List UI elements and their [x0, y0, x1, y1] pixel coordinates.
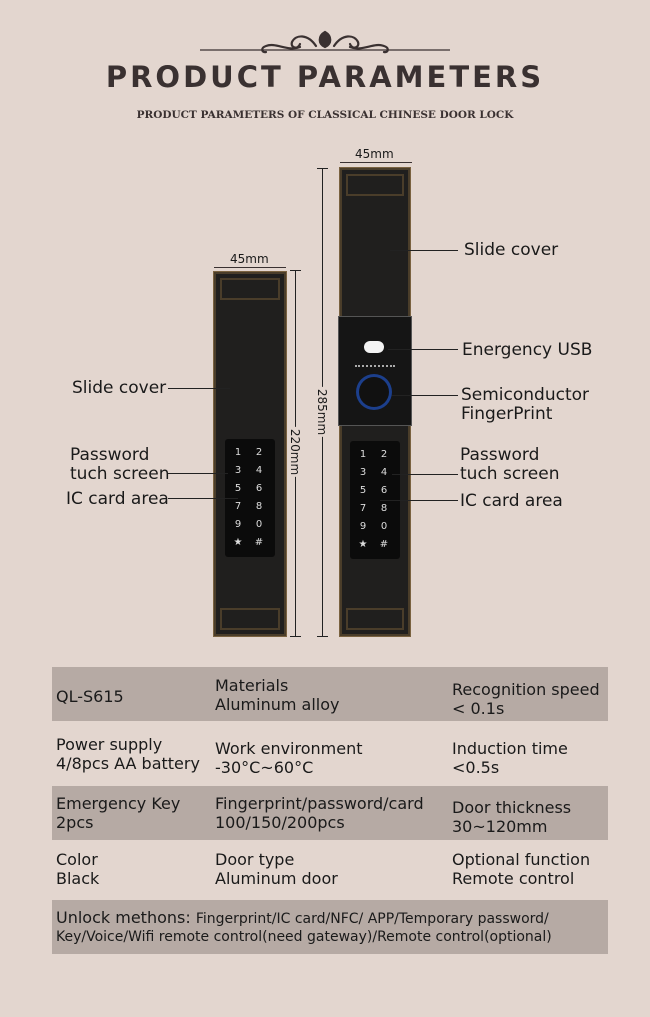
unlock-row	[52, 900, 608, 954]
key[interactable]: 5	[234, 483, 242, 494]
left-height-dim: 220mm	[288, 426, 303, 478]
spec-label: Emergency Key	[56, 794, 181, 813]
right-slide-cover-label: Slide cover	[464, 240, 559, 260]
spec-label: Work environment	[215, 739, 363, 758]
key[interactable]: 2	[380, 449, 388, 460]
right-password-label-2: tuch screen	[460, 464, 560, 484]
spec-label: Door thickness	[452, 798, 572, 817]
key[interactable]: 1	[359, 449, 367, 460]
left-bottom-pattern	[220, 608, 280, 630]
key[interactable]: #	[254, 537, 264, 548]
page-subtitle: PRODUCT PARAMETERS OF CLASSICAL CHINESE …	[136, 109, 514, 121]
right-sensor-module	[338, 316, 412, 426]
spec-value: < 0.1s	[452, 699, 505, 718]
spec-label: Induction time	[452, 739, 568, 758]
key[interactable]: 0	[380, 521, 388, 532]
usb-label: Energency USB	[462, 340, 593, 360]
left-top-pattern	[220, 278, 280, 300]
right-width-dim: 45mm	[355, 147, 394, 161]
spec-value: 100/150/200pcs	[215, 813, 345, 832]
fingerprint-label-2: FingerPrint	[461, 404, 553, 424]
key[interactable]: 3	[359, 467, 367, 478]
key[interactable]: 1	[234, 447, 242, 458]
spec-value: 30~120mm	[452, 817, 548, 836]
spec-value: Remote control	[452, 869, 575, 888]
key[interactable]: 5	[359, 485, 367, 496]
fingerprint-sensor-icon	[359, 377, 389, 407]
key[interactable]: 2	[255, 447, 263, 458]
spec-label: Optional function	[452, 850, 591, 869]
fingerprint-label-1: Semiconductor	[461, 385, 590, 405]
key[interactable]: 0	[255, 519, 263, 530]
right-top-pattern	[346, 174, 404, 196]
key[interactable]: 9	[234, 519, 242, 530]
spec-row-3	[52, 786, 608, 840]
key[interactable]: 3	[234, 465, 242, 476]
left-ic-card-label: IC card area	[66, 489, 169, 509]
right-height-dim: 285mm	[315, 386, 330, 438]
left-password-label-2: tuch screen	[70, 464, 170, 484]
right-ic-card-label: IC card area	[460, 491, 563, 511]
left-password-label-1: Password	[70, 445, 150, 465]
key[interactable]: 8	[380, 503, 388, 514]
ornament-icon	[200, 30, 450, 54]
spec-label: Door type	[215, 850, 295, 869]
key[interactable]: 7	[359, 503, 367, 514]
unlock-methods-line-1: Unlock methons: Fingerprint/IC card/NFC/…	[56, 908, 549, 929]
key[interactable]: 6	[255, 483, 263, 494]
model-number: QL-S615	[56, 687, 124, 706]
spec-value: 4/8pcs AA battery	[56, 754, 200, 773]
key[interactable]: 6	[380, 485, 388, 496]
key[interactable]: ★	[358, 539, 368, 550]
key[interactable]: 8	[255, 501, 263, 512]
right-lock-body: 1 2 3 4 5 6 7 8 9 0 ★ #	[338, 168, 412, 636]
key[interactable]: 9	[359, 521, 367, 532]
key[interactable]: #	[379, 539, 389, 550]
spec-label: Materials	[215, 676, 289, 695]
spec-value: 2pcs	[56, 813, 94, 832]
spec-value: Black	[56, 869, 100, 888]
unlock-label: Unlock methons:	[56, 908, 196, 927]
spec-value: -30°C~60°C	[215, 758, 314, 777]
spec-value: Aluminum alloy	[215, 695, 340, 714]
spec-row-1	[52, 667, 608, 721]
unlock-methods-line-2: Key/Voice/Wifi remote control(need gatew…	[56, 929, 552, 945]
left-width-dim: 45mm	[230, 252, 269, 266]
right-bottom-pattern	[346, 608, 404, 630]
right-password-label-1: Password	[460, 445, 540, 465]
key[interactable]: 4	[255, 465, 263, 476]
spec-label: Recognition speed	[452, 680, 600, 699]
spec-label: Power supply	[56, 735, 163, 754]
left-lock-body: 1 2 3 4 5 6 7 8 9 0 ★ #	[214, 272, 286, 636]
unlock-value-1: Fingerprint/IC card/NFC/ APP/Temporary p…	[195, 911, 549, 927]
page-title: PRODUCT PARAMETERS	[105, 60, 545, 94]
key[interactable]: 4	[380, 467, 388, 478]
spec-label: Fingerprint/password/card	[215, 794, 424, 813]
indicator-lights	[355, 365, 395, 371]
key[interactable]: ★	[233, 537, 243, 548]
key[interactable]: 7	[234, 501, 242, 512]
spec-value: <0.5s	[452, 758, 500, 777]
spec-label: Color	[56, 850, 98, 869]
left-slide-cover-label: Slide cover	[72, 378, 167, 398]
usb-port-icon	[364, 341, 384, 353]
spec-value: Aluminum door	[215, 869, 338, 888]
